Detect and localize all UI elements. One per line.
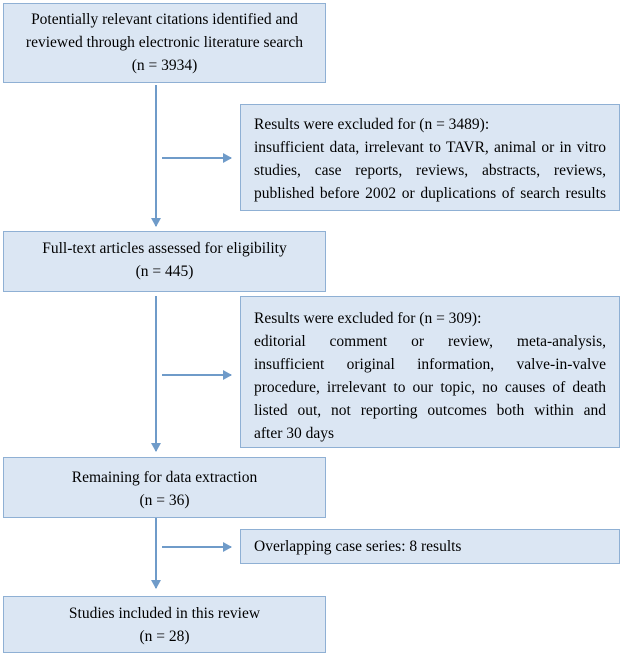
excluded-1-line-1: insufficient data, irrelevant to TAVR, a…: [254, 139, 606, 156]
excluded-1-line-3: published before 2002 or duplications of…: [254, 185, 606, 202]
included-count: (n = 28): [139, 628, 190, 645]
excluded-1-heading: Results were excluded for (n = 3489):: [254, 116, 490, 133]
overlap-text: Overlapping case series: 8 results: [254, 538, 462, 555]
fulltext-line-1: Full-text articles assessed for eligibil…: [42, 240, 287, 257]
excluded-1-line-2: studies, case reports, reviews, abstract…: [254, 162, 606, 179]
excluded-2-line-5: after 30 days: [254, 425, 335, 442]
excluded-box-2: Results were excluded for (n = 309): edi…: [240, 296, 620, 448]
excluded-2-line-4: listed out, not reporting outcomes both …: [254, 402, 606, 419]
excluded-2-line-3: procedure, irrelevant to our topic, no c…: [254, 379, 606, 396]
included-box: Studies included in this review (n = 28): [3, 596, 326, 653]
fulltext-count: (n = 445): [135, 263, 194, 280]
excluded-2-heading: Results were excluded for (n = 309):: [254, 310, 482, 327]
identified-line-2: reviewed through electronic literature s…: [25, 34, 304, 51]
excluded-2-line-1: editorial comment or review, meta-analys…: [254, 333, 606, 350]
excluded-2-line-2: insufficient original information, valve…: [254, 356, 606, 373]
remaining-box: Remaining for data extraction (n = 36): [3, 457, 326, 518]
fulltext-box: Full-text articles assessed for eligibil…: [3, 231, 326, 292]
remaining-count: (n = 36): [139, 492, 190, 509]
identified-count: (n = 3934): [131, 57, 198, 74]
identified-line-1: Potentially relevant citations identifie…: [31, 11, 298, 28]
overlap-box: Overlapping case series: 8 results: [240, 529, 620, 564]
included-line-1: Studies included in this review: [68, 605, 261, 622]
excluded-box-1: Results were excluded for (n = 3489): in…: [240, 104, 620, 211]
remaining-line-1: Remaining for data extraction: [71, 469, 258, 486]
identified-box: Potentially relevant citations identifie…: [3, 3, 326, 83]
